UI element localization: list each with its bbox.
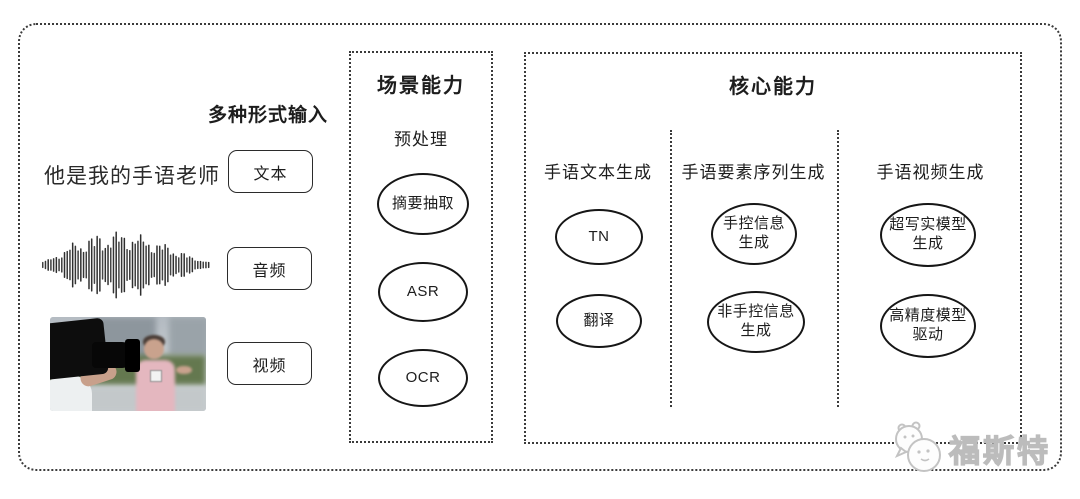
diagram-outer-border (18, 23, 1062, 471)
core-capability-panel: 核心能力 手语文本生成 手语要素序列生成 手语视频生成 TN 翻译 手控信息 生… (524, 52, 1022, 444)
column-header-text-generation: 手语文本生成 (544, 163, 652, 182)
node-ocr: OCR (378, 349, 468, 407)
text-input-box: 文本 (228, 150, 313, 193)
video-input-thumbnail (50, 317, 206, 411)
video-input-box: 视频 (227, 342, 312, 385)
node-non-manual-info-generation: 非手控信息 生成 (707, 291, 805, 353)
mascot-icon (894, 421, 941, 472)
column-header-video-generation: 手语视频生成 (876, 163, 985, 182)
input-section-label: 多种形式输入 (208, 105, 329, 126)
watermark: 福斯特 (889, 420, 1051, 476)
video-microphone (149, 369, 163, 382)
audio-input-box-label: 音频 (252, 262, 287, 280)
watermark-text: 福斯特 (948, 433, 1051, 469)
scene-capability-panel: 场景能力 预处理 摘要抽取 ASR OCR (349, 51, 493, 443)
video-building-silhouette (168, 317, 206, 355)
node-manual-info-generation: 手控信息 生成 (711, 203, 797, 265)
text-input-box-label: 文本 (253, 165, 288, 183)
column-divider (837, 130, 839, 407)
core-panel-title: 核心能力 (729, 76, 817, 98)
scene-panel-title: 场景能力 (377, 75, 465, 97)
video-input-box-label: 视频 (252, 357, 287, 375)
node-tn: TN (555, 209, 643, 265)
node-translation: 翻译 (556, 294, 642, 348)
column-header-element-sequence-generation: 手语要素序列生成 (681, 163, 826, 182)
audio-waveform-image (42, 231, 210, 299)
text-input-sample: 他是我的手语老师 (44, 165, 220, 188)
video-reporter-head (143, 338, 164, 360)
video-reporter-hand (176, 365, 192, 375)
node-high-precision-model-driving: 高精度模型 驱动 (880, 294, 976, 358)
node-hyperrealistic-model-generation: 超写实模型 生成 (880, 203, 976, 267)
audio-input-box: 音频 (227, 247, 312, 290)
column-divider (670, 130, 672, 407)
video-reporter-body (135, 360, 175, 411)
preprocessing-label: 预处理 (394, 130, 448, 149)
video-camera-lens-hood (124, 338, 141, 372)
node-asr: ASR (378, 262, 468, 322)
node-summary-extraction: 摘要抽取 (377, 173, 469, 235)
